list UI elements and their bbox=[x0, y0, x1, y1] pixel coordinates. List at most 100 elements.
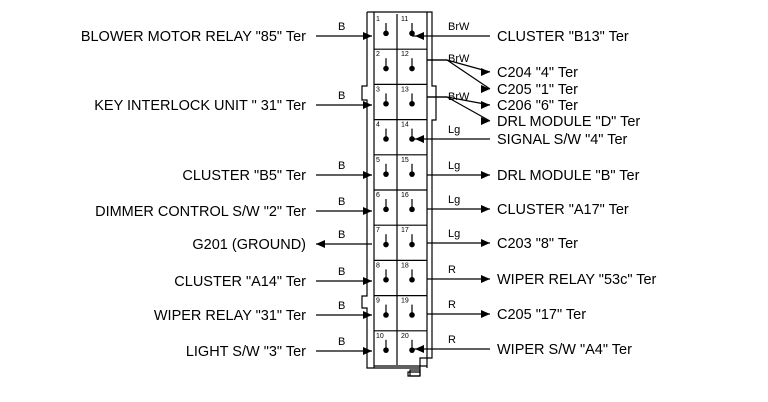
left-wire-color: B bbox=[338, 300, 345, 312]
pin-number-left: 6 bbox=[376, 192, 380, 199]
pin-terminal-left bbox=[383, 347, 389, 353]
pin-terminal-right bbox=[409, 206, 415, 213]
pin-terminal-left bbox=[383, 100, 389, 107]
pin-number-right: 17 bbox=[401, 227, 409, 234]
right-terminal-label: C204 "4" Ter bbox=[497, 65, 578, 81]
right-wire-color: BrW bbox=[448, 91, 470, 103]
left-terminal-label: DIMMER CONTROL S/W "2" Ter bbox=[95, 204, 306, 220]
right-terminal-label: DRL MODULE "D" Ter bbox=[497, 114, 640, 130]
left-arrow-in bbox=[363, 311, 372, 319]
right-terminal-label: C205 "17" Ter bbox=[497, 307, 586, 323]
right-arrow-out bbox=[481, 205, 490, 213]
right-arrow-out bbox=[481, 68, 490, 76]
right-terminal-label: WIPER S/W "A4" Ter bbox=[497, 342, 632, 358]
left-arrow-in bbox=[363, 277, 372, 285]
pin-number-left: 9 bbox=[376, 298, 380, 305]
pin-number-right: 11 bbox=[401, 16, 408, 23]
left-wire-row: WIPER RELAY "31" Ter B bbox=[154, 300, 372, 324]
right-arrow-out bbox=[481, 239, 490, 247]
pin-number-right: 20 bbox=[401, 333, 409, 340]
right-wire-line bbox=[446, 96, 491, 122]
pin-terminal-right bbox=[409, 347, 415, 353]
right-wire-color: R bbox=[448, 264, 456, 276]
pin-number-left: 8 bbox=[376, 262, 380, 269]
pin-terminals bbox=[383, 23, 415, 353]
right-wire-color: Lg bbox=[448, 228, 460, 240]
left-terminal-label: G201 (GROUND) bbox=[192, 237, 306, 253]
pin-terminal-right bbox=[409, 171, 415, 177]
right-wire-row: C204 "4" Ter BrW bbox=[427, 53, 578, 81]
right-wire-row: C205 "1" Ter bbox=[427, 59, 578, 98]
right-terminal-label: DRL MODULE "B" Ter bbox=[497, 168, 640, 184]
pin-number-right: 16 bbox=[401, 192, 409, 199]
pin-terminal-left bbox=[383, 276, 389, 283]
left-terminal-label: KEY INTERLOCK UNIT " 31" Ter bbox=[94, 98, 306, 114]
right-terminal-label: C206 "6" Ter bbox=[497, 98, 578, 114]
left-arrow-in bbox=[363, 101, 372, 109]
left-wire-row: G201 (GROUND) B bbox=[192, 229, 372, 253]
right-arrow-out bbox=[481, 171, 490, 179]
right-wire-color: BrW bbox=[448, 53, 470, 65]
right-wire-row: C203 "8" Ter Lg bbox=[427, 228, 578, 252]
left-wire-row: CLUSTER "B5" Ter B bbox=[182, 160, 372, 184]
pin-number-right: 12 bbox=[401, 51, 409, 58]
left-wire-row: LIGHT S/W "3" Ter B bbox=[186, 336, 372, 360]
left-wire-color: B bbox=[338, 90, 345, 102]
pin-terminal-left bbox=[383, 136, 389, 142]
pin-number-left: 4 bbox=[376, 122, 380, 129]
right-terminal-label: CLUSTER "A17" Ter bbox=[497, 202, 629, 218]
pin-number-left: 3 bbox=[376, 86, 380, 93]
pin-terminal-left bbox=[383, 171, 389, 177]
pin-number-left: 7 bbox=[376, 227, 380, 234]
pin-terminal-left bbox=[383, 65, 389, 72]
pin-terminal-right bbox=[409, 65, 415, 72]
pin-number-right: 13 bbox=[401, 86, 409, 93]
left-wire-row: DIMMER CONTROL S/W "2" Ter B bbox=[95, 196, 372, 220]
pin-terminal-left bbox=[383, 206, 389, 213]
right-wire-row: WIPER S/W "A4" Ter R bbox=[412, 334, 632, 358]
pin-terminal-left bbox=[383, 312, 389, 318]
pin-terminal-right bbox=[409, 241, 415, 248]
right-arrow-out bbox=[481, 85, 490, 93]
right-wire-row: DRL MODULE "D" Ter bbox=[427, 96, 640, 130]
left-terminal-label: CLUSTER "A14" Ter bbox=[174, 274, 306, 290]
right-arrow-in bbox=[415, 345, 424, 353]
pin-number-left: 1 bbox=[376, 16, 380, 23]
pin-terminal-right bbox=[409, 30, 415, 37]
right-arrow-out bbox=[481, 310, 490, 318]
right-wire-row: C205 "17" Ter R bbox=[427, 299, 586, 323]
left-arrow-in bbox=[363, 171, 372, 179]
right-wire-line bbox=[446, 59, 491, 90]
pin-number-right: 19 bbox=[401, 298, 409, 305]
pin-terminal-right bbox=[409, 276, 415, 283]
pin-terminal-left bbox=[383, 241, 389, 248]
pin-number-left: 10 bbox=[376, 333, 384, 340]
left-terminal-label: LIGHT S/W "3" Ter bbox=[186, 344, 306, 360]
left-terminal-label: CLUSTER "B5" Ter bbox=[182, 168, 306, 184]
left-wire-color: B bbox=[338, 196, 345, 208]
connector-cells bbox=[374, 48, 427, 367]
right-arrow-in bbox=[415, 135, 424, 143]
left-arrow-in bbox=[363, 32, 372, 40]
right-terminal-label: C205 "1" Ter bbox=[497, 82, 578, 98]
left-wire-color: B bbox=[338, 336, 345, 348]
right-terminal-label: CLUSTER "B13" Ter bbox=[497, 29, 629, 45]
left-wire-color: B bbox=[338, 229, 345, 241]
left-terminal-label: BLOWER MOTOR RELAY "85" Ter bbox=[81, 29, 306, 45]
left-wire-color: B bbox=[338, 160, 345, 172]
left-terminal-label: WIPER RELAY "31" Ter bbox=[154, 308, 306, 324]
right-terminal-label: C203 "8" Ter bbox=[497, 236, 578, 252]
pin-terminal-right bbox=[409, 312, 415, 318]
right-wire-color: R bbox=[448, 334, 456, 346]
connector-body bbox=[361, 11, 437, 377]
right-wire-color: R bbox=[448, 299, 456, 311]
left-arrow-out bbox=[316, 240, 325, 248]
